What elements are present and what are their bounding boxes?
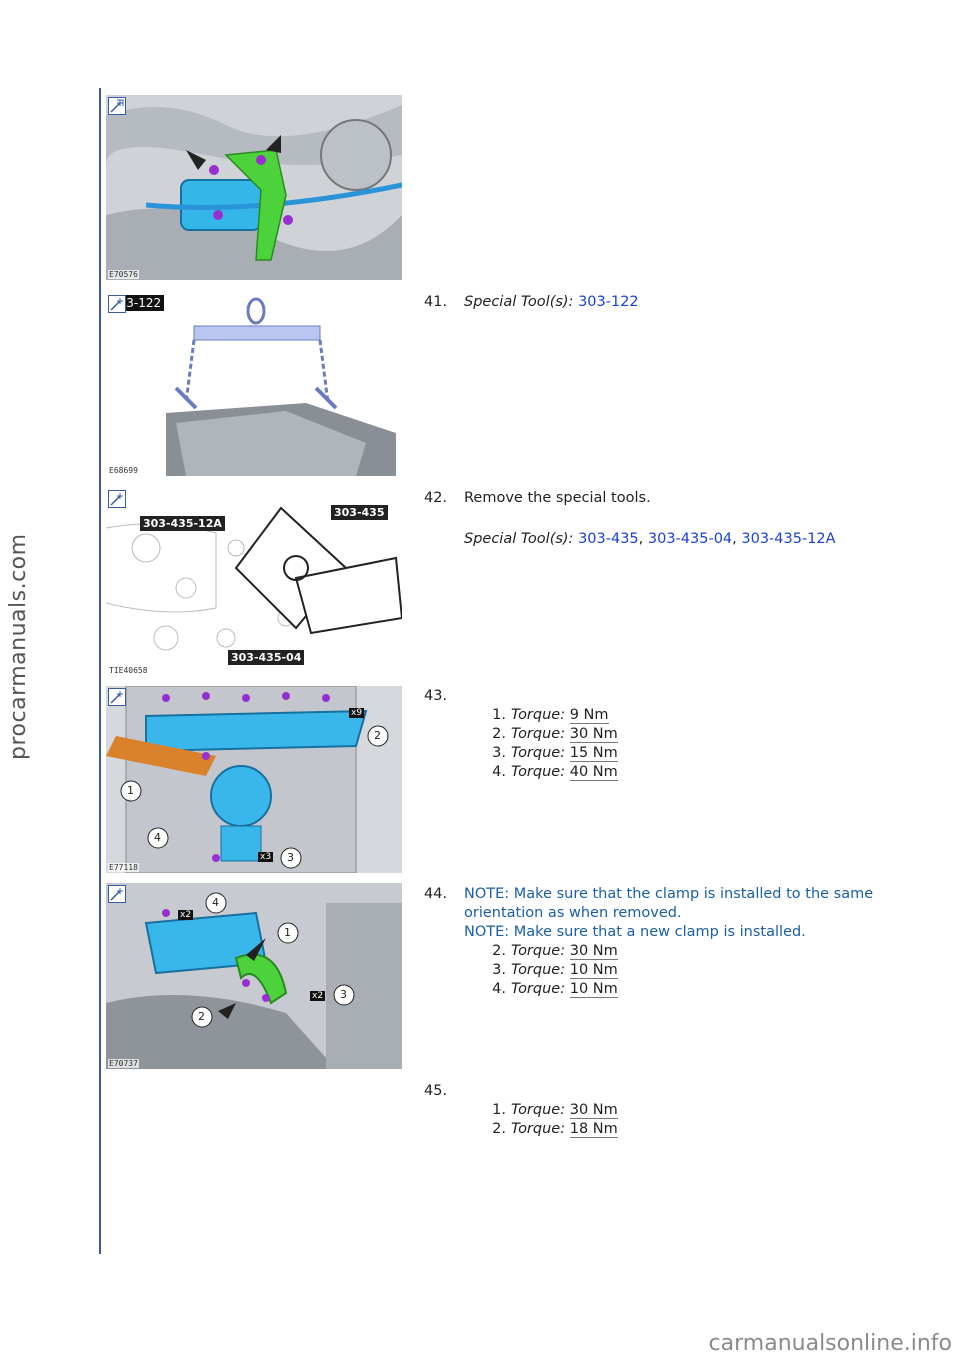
- figure-e68699[interactable]: 303-122 E68699: [106, 293, 402, 476]
- step-number: 44.: [424, 886, 448, 902]
- tool-tag: 303-435-12A: [140, 516, 225, 531]
- multiplier-badge: x9: [349, 708, 365, 718]
- step-number: 41.: [424, 294, 448, 310]
- callout-4: 4: [154, 831, 161, 844]
- figure-number: E68699: [108, 466, 139, 475]
- multiplier-badge: x2: [310, 991, 326, 1001]
- torque-item: 3.Torque: 10 Nm: [492, 962, 618, 979]
- callout-1: 1: [127, 784, 134, 797]
- tool-link[interactable]: 303-435-04: [647, 531, 733, 547]
- note-clamp-orientation-cont: orientation as when removed.: [464, 905, 682, 921]
- tool-link[interactable]: 303-435: [578, 531, 639, 547]
- tool-tag: 303-435: [331, 505, 388, 520]
- figure-number: E77118: [108, 863, 139, 872]
- special-tools-line: Special Tool(s): 303-435, 303-435-04, 30…: [464, 531, 836, 547]
- figure-tie40658[interactable]: 303-435-12A 303-435 303-435-04 TIE40658: [106, 488, 402, 676]
- figure-number: TIE40658: [108, 666, 149, 675]
- zoom-icon[interactable]: [108, 688, 126, 706]
- torque-item: 2.Torque: 30 Nm: [492, 726, 618, 743]
- engine-illustration: [106, 95, 402, 280]
- footer-watermark: carmanualsonline.info: [708, 1331, 952, 1356]
- callout-1: 1: [284, 926, 291, 939]
- step-43: 43. 1.Torque: 9 Nm 2.Torque: 30 Nm 3.Tor…: [424, 687, 874, 782]
- step-number: 45.: [424, 1083, 448, 1099]
- figure-e77118[interactable]: 1 2 3 4 x9 x3 E77118: [106, 686, 402, 873]
- callout-2: 2: [198, 1010, 205, 1023]
- multiplier-badge: x2: [178, 910, 194, 920]
- zoom-icon[interactable]: [108, 97, 126, 115]
- exhaust-manifold-illustration: [106, 686, 402, 873]
- torque-item: 1.Torque: 30 Nm: [492, 1102, 618, 1119]
- torque-item: 4.Torque: 40 Nm: [492, 764, 618, 781]
- page-left-rule: [99, 88, 101, 1254]
- figure-number: E70576: [108, 270, 139, 279]
- callout-3: 3: [287, 851, 294, 864]
- figure-e70737[interactable]: 1 2 3 4 x2 x2 E70737: [106, 883, 402, 1069]
- torque-item: 2.Torque: 30 Nm: [492, 943, 618, 960]
- step-number: 43.: [424, 688, 448, 704]
- step-42: 42. Remove the special tools. Special To…: [424, 489, 874, 549]
- tool-link[interactable]: 303-435-12A: [741, 531, 836, 547]
- zoom-icon[interactable]: [108, 490, 126, 508]
- step-41: 41. Special Tool(s): 303-122: [424, 293, 874, 312]
- torque-item: 3.Torque: 15 Nm: [492, 745, 618, 762]
- step-text: Remove the special tools.: [464, 490, 651, 506]
- zoom-icon[interactable]: [108, 885, 126, 903]
- figure-number: E70737: [108, 1059, 139, 1068]
- callout-2: 2: [374, 729, 381, 742]
- tool-tag: 303-435-04: [228, 650, 305, 665]
- special-tools-label: Special Tool(s):: [464, 531, 574, 547]
- note-clamp-orientation: NOTE: Make sure that the clamp is instal…: [464, 886, 874, 902]
- note-new-clamp: NOTE: Make sure that a new clamp is inst…: [464, 924, 806, 940]
- lifting-bracket-illustration: [106, 293, 402, 476]
- tool-link[interactable]: 303-122: [578, 294, 639, 310]
- egr-pipe-illustration: [106, 883, 402, 1069]
- figure-e70576[interactable]: E70576: [106, 95, 402, 280]
- multiplier-badge: x3: [258, 852, 274, 862]
- callout-4: 4: [212, 896, 219, 909]
- callout-3: 3: [340, 988, 347, 1001]
- torque-item: 1.Torque: 9 Nm: [492, 707, 609, 724]
- zoom-icon[interactable]: [108, 295, 126, 313]
- step-44: 44. NOTE: Make sure that the clamp is in…: [424, 885, 874, 999]
- torque-item: 2.Torque: 18 Nm: [492, 1121, 618, 1138]
- torque-item: 4.Torque: 10 Nm: [492, 981, 618, 998]
- step-number: 42.: [424, 490, 448, 506]
- special-tools-label: Special Tool(s):: [464, 294, 574, 310]
- step-45: 45. 1.Torque: 30 Nm 2.Torque: 18 Nm: [424, 1082, 874, 1139]
- sidebar-watermark: procarmanuals.com: [6, 533, 31, 760]
